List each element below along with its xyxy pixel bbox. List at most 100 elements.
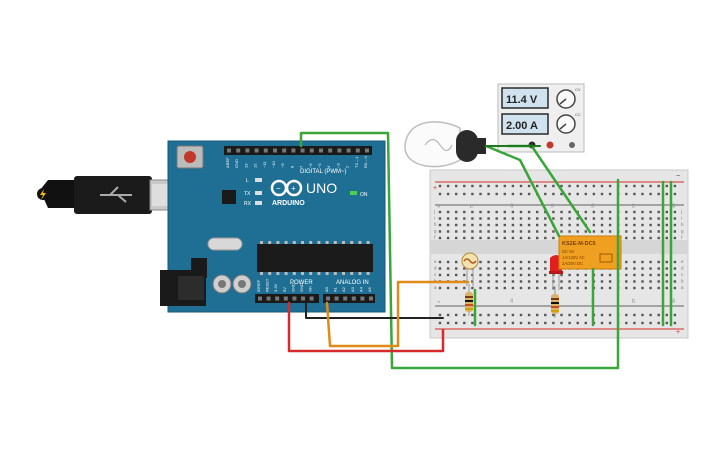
breadboard-hole[interactable] — [657, 192, 660, 196]
breadboard-hole[interactable] — [560, 192, 563, 196]
breadboard-hole[interactable] — [463, 217, 466, 220]
breadboard-hole[interactable] — [625, 267, 628, 270]
breadboard-hole[interactable] — [438, 230, 442, 233]
header-pin[interactable] — [301, 296, 305, 301]
breadboard-hole[interactable] — [455, 286, 458, 290]
breadboard-hole[interactable] — [446, 184, 450, 188]
breadboard-hole[interactable] — [446, 230, 450, 233]
breadboard-hole[interactable] — [438, 313, 442, 317]
breadboard-hole[interactable] — [495, 236, 498, 240]
breadboard-hole[interactable] — [536, 286, 539, 290]
breadboard-hole[interactable] — [463, 184, 466, 188]
breadboard-hole[interactable] — [568, 210, 571, 214]
breadboard-hole[interactable] — [673, 286, 677, 290]
breadboard-hole[interactable] — [446, 313, 450, 317]
breadboard-hole[interactable] — [657, 223, 660, 227]
breadboard-hole[interactable] — [633, 321, 636, 325]
breadboard-hole[interactable] — [600, 286, 604, 290]
breadboard-hole[interactable] — [479, 321, 482, 325]
breadboard-hole[interactable] — [568, 313, 571, 317]
breadboard-hole[interactable] — [576, 286, 579, 290]
breadboard-hole[interactable] — [511, 230, 515, 233]
breadboard-hole[interactable] — [463, 210, 466, 214]
breadboard-hole[interactable] — [487, 280, 490, 283]
breadboard-hole[interactable] — [463, 273, 466, 277]
breadboard-hole[interactable] — [536, 273, 539, 277]
wire-red[interactable] — [287, 301, 445, 353]
breadboard-hole[interactable] — [665, 184, 668, 188]
breadboard-hole[interactable] — [625, 286, 628, 290]
breadboard-hole[interactable] — [471, 192, 474, 196]
breadboard-hole[interactable] — [503, 210, 506, 214]
breadboard-hole[interactable] — [673, 313, 677, 317]
breadboard-hole[interactable] — [673, 184, 677, 188]
header-pin[interactable] — [300, 148, 305, 153]
breadboard-hole[interactable] — [665, 236, 668, 240]
breadboard-hole[interactable] — [584, 210, 587, 214]
breadboard-hole[interactable] — [495, 321, 498, 325]
breadboard-hole[interactable] — [463, 192, 466, 196]
breadboard-hole[interactable] — [511, 273, 515, 277]
breadboard-hole[interactable] — [649, 267, 652, 270]
breadboard-hole[interactable] — [455, 260, 458, 264]
resistor[interactable] — [465, 284, 473, 316]
breadboard-hole[interactable] — [600, 184, 604, 188]
breadboard-hole[interactable] — [625, 210, 628, 214]
breadboard-hole[interactable] — [479, 286, 482, 290]
breadboard-hole[interactable] — [665, 286, 668, 290]
header-pin[interactable] — [337, 148, 342, 153]
breadboard-hole[interactable] — [641, 230, 644, 233]
breadboard-hole[interactable] — [633, 313, 636, 317]
breadboard-hole[interactable] — [455, 273, 458, 277]
header-pin[interactable] — [263, 148, 268, 153]
breadboard-hole[interactable] — [673, 260, 677, 264]
breadboard-hole[interactable] — [608, 273, 612, 277]
breadboard-hole[interactable] — [665, 267, 668, 270]
breadboard-hole[interactable] — [673, 192, 677, 196]
breadboard-hole[interactable] — [511, 286, 515, 290]
breadboard-hole[interactable] — [544, 273, 547, 277]
breadboard-hole[interactable] — [552, 217, 555, 220]
breadboard-hole[interactable] — [463, 321, 466, 325]
breadboard-hole[interactable] — [479, 223, 482, 227]
breadboard-hole[interactable] — [673, 321, 677, 325]
breadboard-hole[interactable] — [519, 236, 523, 240]
breadboard-hole[interactable] — [495, 184, 498, 188]
breadboard-hole[interactable] — [673, 223, 677, 227]
breadboard-hole[interactable] — [649, 217, 652, 220]
breadboard-hole[interactable] — [495, 286, 498, 290]
breadboard-hole[interactable] — [657, 260, 660, 264]
light-bulb-icon[interactable] — [404, 121, 486, 168]
breadboard-hole[interactable] — [665, 260, 668, 264]
breadboard-hole[interactable] — [519, 184, 523, 188]
breadboard-hole[interactable] — [560, 230, 563, 233]
breadboard-hole[interactable] — [673, 230, 677, 233]
breadboard-hole[interactable] — [536, 230, 539, 233]
breadboard-hole[interactable] — [657, 230, 660, 233]
breadboard-hole[interactable] — [560, 217, 563, 220]
breadboard-hole[interactable] — [625, 313, 628, 317]
breadboard-hole[interactable] — [673, 273, 677, 277]
breadboard-hole[interactable] — [536, 236, 539, 240]
breadboard-hole[interactable] — [495, 230, 498, 233]
breadboard-hole[interactable] — [592, 184, 596, 188]
breadboard-hole[interactable] — [641, 267, 644, 270]
breadboard-hole[interactable] — [527, 192, 531, 196]
breadboard-hole[interactable] — [600, 313, 604, 317]
breadboard-hole[interactable] — [438, 273, 442, 277]
breadboard-hole[interactable] — [487, 236, 490, 240]
breadboard-hole[interactable] — [657, 236, 660, 240]
breadboard-hole[interactable] — [503, 223, 506, 227]
relay-module[interactable]: KS2E-M-DC5 DC 5V 1A/125V AC 2A/30V DC — [558, 235, 622, 270]
breadboard-hole[interactable] — [511, 267, 515, 270]
breadboard-hole[interactable] — [625, 223, 628, 227]
breadboard-hole[interactable] — [649, 286, 652, 290]
breadboard-hole[interactable] — [544, 280, 547, 283]
breadboard-hole[interactable] — [536, 217, 539, 220]
breadboard-hole[interactable] — [665, 223, 668, 227]
breadboard-hole[interactable] — [455, 192, 458, 196]
breadboard-hole[interactable] — [592, 230, 596, 233]
breadboard-hole[interactable] — [552, 184, 555, 188]
breadboard-hole[interactable] — [568, 192, 571, 196]
breadboard-hole[interactable] — [536, 260, 539, 264]
